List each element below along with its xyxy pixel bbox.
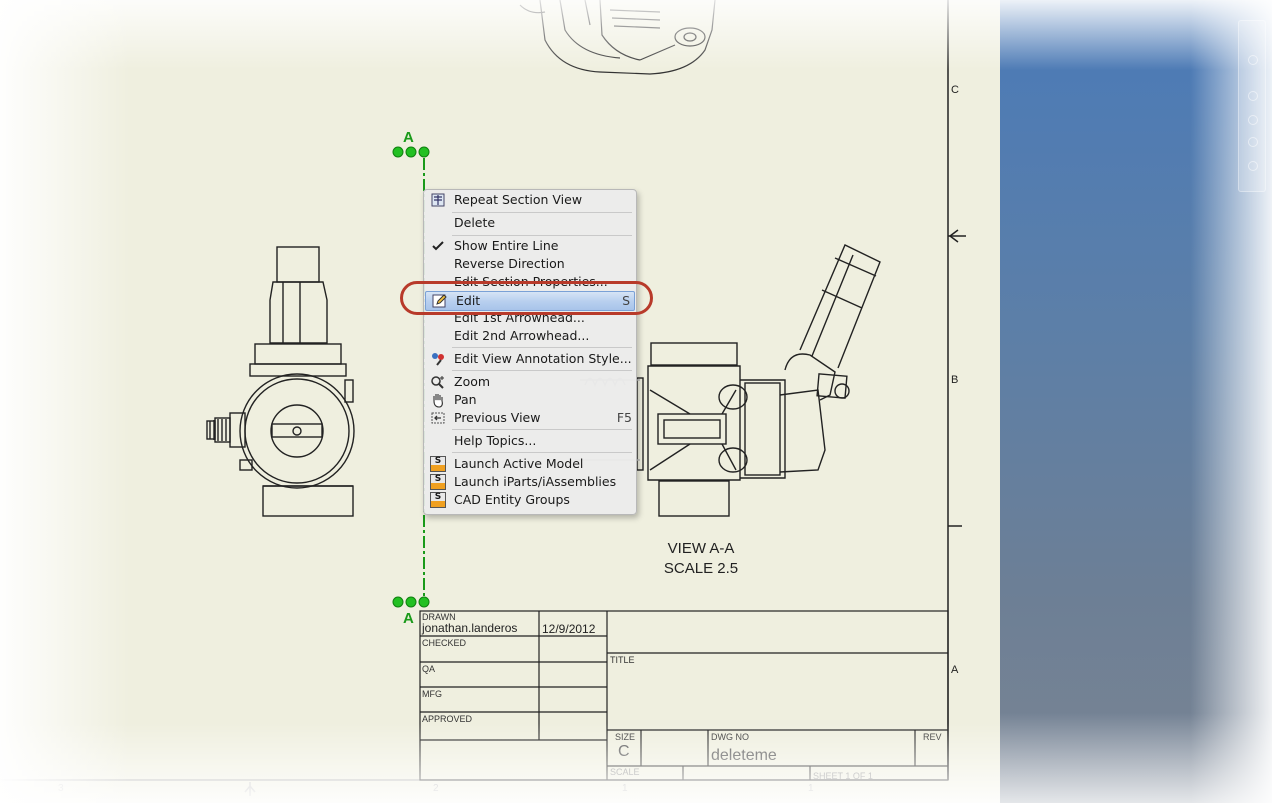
- title-block: [419, 610, 949, 781]
- menu-item-label: Previous View: [454, 410, 541, 425]
- menu-item-label: Launch iParts/iAssemblies: [454, 474, 617, 489]
- menu-item-label: Zoom: [454, 374, 491, 389]
- size-value: C: [618, 743, 630, 760]
- top-partial-view: [519, 0, 716, 75]
- orbit-icon[interactable]: [1248, 137, 1258, 147]
- repeat-section-icon: [431, 193, 445, 207]
- drawn-date-value: 12/9/2012: [542, 622, 596, 636]
- menu-item-launch-iparts[interactable]: S Launch iParts/iAssemblies: [424, 473, 636, 491]
- menu-item-previous-view[interactable]: Previous View F5: [424, 409, 636, 427]
- menu-item-label: Edit: [456, 293, 481, 308]
- menu-separator: [452, 370, 632, 371]
- navigation-bar[interactable]: [1238, 20, 1266, 192]
- menu-item-label: Reverse Direction: [454, 256, 565, 271]
- pan-icon[interactable]: [1248, 91, 1258, 101]
- menu-item-cad-entity-groups[interactable]: S CAD Entity Groups: [424, 491, 636, 509]
- zone-label-c: C: [951, 84, 959, 96]
- menu-item-label: CAD Entity Groups: [454, 492, 570, 507]
- section-label-bottom: A: [403, 610, 414, 627]
- dwg-no-value: deleteme: [711, 747, 777, 764]
- zoom-icon[interactable]: [1248, 115, 1258, 125]
- menu-separator: [452, 452, 632, 453]
- menu-separator: [452, 212, 632, 213]
- menu-item-delete[interactable]: Delete: [424, 214, 636, 232]
- menu-item-launch-active-model[interactable]: S Launch Active Model: [424, 455, 636, 473]
- dwg-no-label: DWG NO: [711, 732, 749, 742]
- menu-item-reverse-direction[interactable]: Reverse Direction: [424, 255, 636, 273]
- zone-label-1b: 1: [808, 783, 814, 794]
- zoom-icon: [431, 376, 444, 389]
- zone-label-2: 2: [433, 783, 439, 794]
- menu-item-label: Repeat Section View: [454, 192, 583, 207]
- context-menu[interactable]: Repeat Section View Delete Show Entire L…: [423, 189, 637, 515]
- rev-label: REV: [923, 732, 942, 742]
- qa-label: QA: [422, 664, 436, 674]
- scale-label: SCALE: [610, 767, 640, 777]
- menu-item-label: Edit 2nd Arrowhead...: [454, 328, 590, 343]
- menu-item-edit[interactable]: Edit S: [425, 291, 635, 311]
- menu-item-label: Delete: [454, 215, 496, 230]
- menu-item-edit-view-annotation-style[interactable]: Edit View Annotation Style...: [424, 350, 636, 368]
- zone-label-b: B: [951, 374, 959, 386]
- size-label: SIZE: [615, 732, 636, 742]
- mfg-label: MFG: [422, 689, 442, 699]
- checked-label: CHECKED: [422, 638, 467, 648]
- view-title: VIEW A-A: [667, 540, 735, 557]
- menu-item-label: Pan: [454, 392, 477, 407]
- view-label: VIEW A-A SCALE 2.5: [650, 539, 752, 579]
- graphics-window-background: [1000, 0, 1272, 803]
- menu-item-shortcut: S: [622, 293, 630, 308]
- section-label-top: A: [403, 129, 414, 146]
- menu-item-label: Launch Active Model: [454, 456, 584, 471]
- zone-label-3: 3: [58, 783, 64, 794]
- menu-item-label: Help Topics...: [454, 433, 537, 448]
- view-scale: SCALE 2.5: [663, 560, 739, 577]
- s-cfd-icon: S: [430, 474, 446, 490]
- left-part-view: [206, 246, 355, 517]
- drawn-by-value: jonathan.landeros: [422, 621, 518, 635]
- menu-item-shortcut: F5: [616, 410, 632, 425]
- approved-label: APPROVED: [422, 714, 473, 724]
- menu-item-label: Edit View Annotation Style...: [454, 351, 632, 366]
- sheet-label: SHEET 1 OF 1: [813, 771, 873, 781]
- menu-item-repeat-section-view[interactable]: Repeat Section View: [424, 191, 636, 209]
- edit-highlight-callout: [400, 281, 653, 315]
- look-at-icon[interactable]: [1248, 161, 1258, 171]
- checkmark-icon: [432, 241, 444, 251]
- full-navigation-wheel-icon[interactable]: [1248, 55, 1258, 65]
- s-cfd-icon: S: [430, 492, 446, 508]
- zone-label-1a: 1: [622, 783, 628, 794]
- title-label: TITLE: [610, 655, 635, 665]
- menu-separator: [452, 347, 632, 348]
- menu-item-help-topics[interactable]: Help Topics...: [424, 432, 636, 450]
- menu-item-show-entire-line[interactable]: Show Entire Line: [424, 237, 636, 255]
- annotation-style-icon: [432, 353, 444, 366]
- previous-view-icon: [431, 412, 445, 424]
- menu-separator: [452, 235, 632, 236]
- menu-item-pan[interactable]: Pan: [424, 391, 636, 409]
- menu-item-edit-2nd-arrowhead[interactable]: Edit 2nd Arrowhead...: [424, 327, 636, 345]
- menu-separator: [452, 429, 632, 430]
- menu-item-label: Show Entire Line: [454, 238, 559, 253]
- s-cfd-icon: S: [430, 456, 446, 472]
- menu-item-zoom[interactable]: Zoom: [424, 373, 636, 391]
- pan-hand-icon: [433, 394, 443, 408]
- edit-pencil-icon: [432, 294, 447, 308]
- zone-label-a: A: [951, 664, 959, 676]
